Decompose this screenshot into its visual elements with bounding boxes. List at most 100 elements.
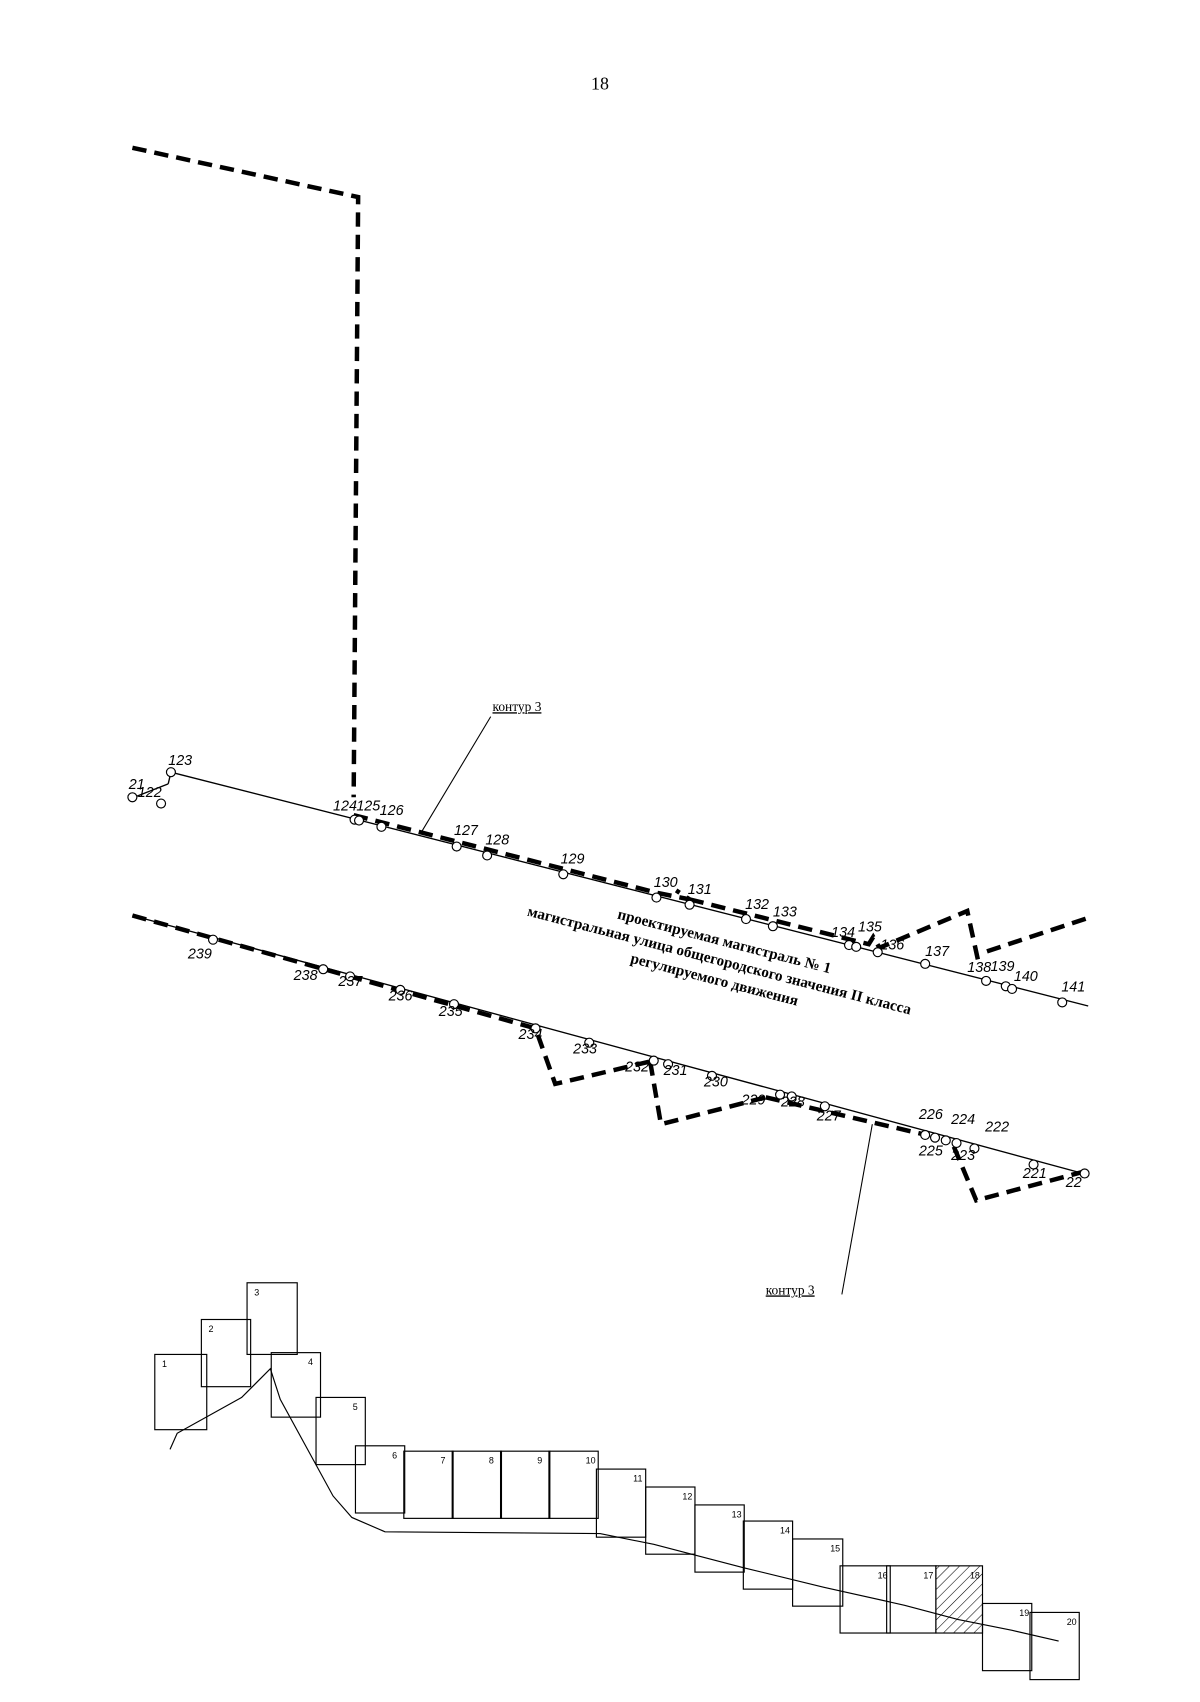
sheet-box-10 [548, 1450, 599, 1519]
sheet-label-8: 8 [489, 1456, 494, 1466]
south-vertex-label-224: 224 [950, 1112, 975, 1128]
south-vertex-label-221: 221 [1022, 1166, 1047, 1182]
sheet-box-20 [1029, 1611, 1080, 1681]
sheet-box-5 [315, 1396, 366, 1466]
sheet-box-4 [270, 1352, 322, 1418]
contour-boundary-north [353, 812, 1094, 961]
south-vertex-232 [648, 1055, 659, 1066]
south-vertex-226 [920, 1129, 931, 1141]
north-vertex-135 [851, 941, 862, 952]
north-vertex-133 [767, 921, 778, 932]
sheet-box-9 [499, 1450, 551, 1519]
sheet-box-1 [154, 1353, 208, 1431]
north-vertex-label-138: 138 [967, 960, 991, 976]
north-vertex-131 [684, 899, 695, 910]
sheet-label-16: 16 [878, 1570, 888, 1580]
south-vertex-223 [951, 1137, 962, 1149]
south-vertex-label-22: 22 [1065, 1175, 1082, 1191]
contour-boundary-upper [131, 145, 361, 798]
north-vertex-label-132: 132 [745, 897, 769, 913]
sheet-label-19: 19 [1019, 1608, 1029, 1618]
north-vertex-127 [451, 841, 462, 852]
sheet-label-15: 15 [830, 1544, 840, 1554]
north-vertex-label-135: 135 [858, 920, 882, 936]
north-vertex-label-130: 130 [654, 875, 678, 891]
south-vertex-231 [663, 1059, 674, 1070]
north-vertex-label-124: 124 [333, 799, 357, 815]
north-vertex-label-125: 125 [356, 799, 380, 815]
north-vertex-label-140: 140 [1014, 969, 1038, 985]
north-vertex-125 [353, 815, 365, 826]
south-vertex-229 [774, 1089, 786, 1100]
sheet-label-10: 10 [586, 1456, 596, 1466]
contour-boundary-south [131, 913, 1085, 1204]
south-vertex-label-233: 233 [572, 1041, 597, 1057]
south-vertex-225 [929, 1132, 941, 1143]
north-vertex-130 [651, 892, 662, 903]
sheet-label-20: 20 [1067, 1617, 1077, 1627]
south-vertex-label-223: 223 [950, 1148, 975, 1164]
sheet-label-1: 1 [162, 1359, 167, 1369]
south-vertex-label-222: 222 [984, 1119, 1009, 1135]
south-vertex-228 [786, 1091, 797, 1102]
north-vertex-140 [1007, 983, 1018, 995]
south-vertex-237 [345, 971, 356, 982]
sheet-label-18: 18 [970, 1570, 980, 1580]
north-vertex-label-127: 127 [454, 823, 479, 839]
north-vertex-label-134: 134 [831, 925, 855, 941]
sheet-label-2: 2 [209, 1324, 214, 1334]
south-vertex-236 [395, 984, 406, 995]
north-vertex-138 [981, 975, 992, 986]
north-vertex-label-128: 128 [485, 833, 509, 849]
leader-line-bottom [841, 1124, 873, 1295]
sheet-box-3 [246, 1282, 298, 1356]
contour-label-top: контур 3 [493, 699, 542, 714]
page-number: 18 [591, 74, 609, 94]
north-vertex-136 [872, 947, 883, 958]
sheet-box-7 [403, 1450, 454, 1519]
north-vertex-129 [558, 869, 569, 880]
leader-line-top [420, 716, 492, 834]
south-vertex-label-231: 231 [663, 1063, 688, 1079]
north-vertex-132 [740, 914, 752, 925]
north-vertex-128 [482, 850, 493, 861]
sheet-box-15 [792, 1538, 844, 1607]
north-vertex-137 [920, 958, 931, 969]
north-vertex-label-137: 137 [925, 944, 950, 960]
south-vertex-222 [969, 1143, 980, 1154]
south-vertex-label-236: 236 [388, 989, 413, 1005]
sheet-label-14: 14 [780, 1526, 790, 1536]
sheet-box-13 [694, 1504, 745, 1573]
north-vertex-122 [156, 798, 167, 809]
north-vertex-label-21: 21 [128, 777, 145, 793]
sheet-label-5: 5 [353, 1402, 358, 1412]
south-vertex-label-232: 232 [624, 1059, 649, 1075]
south-vertex-label-228: 228 [780, 1094, 805, 1110]
south-vertex-22 [1079, 1168, 1090, 1179]
south-vertex-label-234: 234 [517, 1027, 542, 1043]
south-vertex-227 [819, 1101, 830, 1112]
sheet-box-6 [354, 1445, 406, 1514]
sheet-label-7: 7 [441, 1456, 446, 1466]
south-vertex-238 [318, 964, 329, 975]
north-vertex-label-141: 141 [1061, 980, 1085, 996]
contour-label-bottom: контур 3 [766, 1282, 815, 1297]
south-vertex-230 [706, 1070, 718, 1081]
sheet-box-16 [839, 1565, 891, 1634]
sheet-label-3: 3 [254, 1287, 259, 1297]
sheet-label-12: 12 [682, 1492, 692, 1502]
south-vertex-label-227: 227 [816, 1109, 842, 1125]
south-vertex-235 [448, 999, 460, 1010]
north-vertex-label-139: 139 [991, 959, 1015, 975]
south-vertex-239 [207, 934, 219, 945]
sheet-box-8 [451, 1450, 503, 1519]
south-vertex-label-237: 237 [337, 974, 363, 990]
sheet-label-9: 9 [537, 1456, 542, 1466]
north-vertex-label-131: 131 [688, 882, 712, 898]
sheet-label-4: 4 [308, 1357, 313, 1367]
north-vertex-label-126: 126 [380, 803, 404, 819]
south-vertex-224 [940, 1135, 951, 1146]
north-vertex-21 [127, 792, 138, 803]
north-vertex-123 [165, 767, 176, 778]
